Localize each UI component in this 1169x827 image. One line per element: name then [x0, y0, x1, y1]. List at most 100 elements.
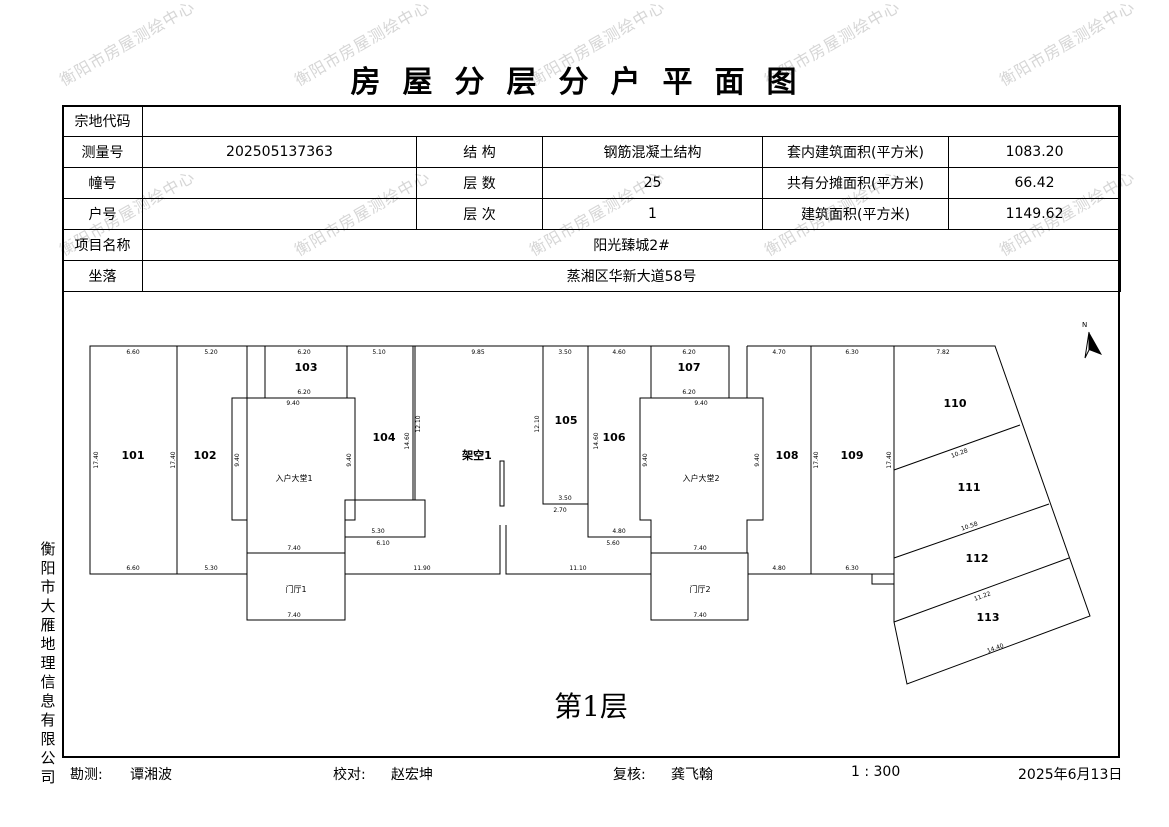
room-108: 108: [776, 449, 799, 462]
project-label: 项目名称: [62, 229, 143, 261]
gate-2-label: 门厅2: [689, 584, 710, 594]
dim-label: 4.60: [612, 349, 626, 356]
dim-label: 6.10: [376, 540, 390, 547]
dim-label: 6.20: [682, 389, 696, 396]
checker-label: 校对:: [333, 767, 366, 783]
table-row: 坐落 蒸湘区华新大道58号: [62, 260, 1122, 292]
dim-label: 6.30: [845, 349, 859, 356]
dim-label: 7.40: [287, 545, 301, 552]
room-113: 113: [977, 611, 1000, 624]
gate-2-outline: [650, 552, 749, 621]
company-name: 衡阳市大雁地理信息有限公司: [40, 540, 56, 786]
build-area-value: 1149.62: [947, 198, 1122, 230]
reviewer-name: 龚飞翰: [671, 767, 713, 783]
room-110: 110: [944, 397, 967, 410]
north-label: N: [1082, 321, 1087, 329]
room-109: 109: [841, 449, 864, 462]
building-value: [142, 167, 417, 199]
page-title: 房屋分层分户平面图: [350, 65, 819, 100]
dim-label: 12.10: [415, 415, 422, 432]
dim-label: 11.10: [569, 565, 586, 572]
dim-label: 17.40: [170, 451, 177, 468]
dim-label: 17.40: [93, 451, 100, 468]
dim-label: 9.40: [286, 400, 300, 407]
dim-label: 2.70: [553, 507, 567, 514]
table-row: 测量号 202505137363 结 构 钢筋混凝土结构 套内建筑面积(平方米)…: [62, 136, 1122, 168]
dim-label: 9.40: [694, 400, 708, 407]
dim-label: 5.60: [606, 540, 620, 547]
dim-label: 14.40: [986, 642, 1005, 655]
lobby-1-label: 入户大堂1: [275, 473, 312, 483]
dim-label: 6.20: [297, 349, 311, 356]
date: 2025年6月13日: [1018, 767, 1123, 783]
info-table: 宗地代码 测量号 202505137363 结 构 钢筋混凝土结构 套内建筑面积…: [62, 105, 1122, 292]
building-label: 幢号: [62, 167, 143, 199]
dim-label: 7.40: [287, 612, 301, 619]
dim-label: 10.58: [960, 520, 979, 532]
dim-label: 6.60: [126, 349, 140, 356]
small-room-outline: [871, 573, 895, 585]
room-112: 112: [966, 552, 989, 565]
dim-label: 3.50: [558, 349, 572, 356]
north-arrow-icon: N: [1082, 321, 1102, 359]
room-111: 111: [958, 481, 981, 494]
table-row: 幢号 层 数 25 共有分摊面积(平方米) 66.42: [62, 167, 1122, 199]
floor-label: 第1层: [554, 690, 628, 723]
room-102: 102: [194, 449, 217, 462]
location-value: 蒸湘区华新大道58号: [141, 260, 1122, 292]
stair-2-outline: [728, 346, 748, 399]
column-marker: [499, 460, 505, 507]
bottom-wall-mid-left: [345, 525, 501, 575]
dim-label: 9.85: [471, 349, 485, 356]
surveyor-label: 勘测:: [70, 767, 103, 783]
dim-label: 11.90: [413, 565, 430, 572]
wall-112-113: [893, 557, 1070, 623]
room-104-outline: [344, 346, 426, 538]
gate-1-label: 门厅1: [285, 584, 306, 594]
dim-label: 17.40: [813, 451, 820, 468]
surveyor-name: 谭湘波: [130, 767, 172, 783]
dim-label: 14.60: [404, 432, 411, 449]
unit-label: 户号: [62, 198, 143, 230]
dim-label: 14.60: [593, 432, 600, 449]
room-105: 105: [555, 414, 578, 427]
room-104: 104: [373, 431, 396, 444]
dim-label: 3.50: [558, 495, 572, 502]
dim-label: 4.80: [612, 528, 626, 535]
shared-area-value: 66.42: [947, 167, 1122, 199]
dim-label: 6.60: [126, 565, 140, 572]
dim-label: 9.40: [346, 453, 353, 467]
dim-label: 9.40: [754, 453, 761, 467]
survey-label: 测量号: [62, 136, 143, 168]
dim-label: 9.40: [234, 453, 241, 467]
wall-111-112: [893, 503, 1050, 559]
table-row: 户号 层 次 1 建筑面积(平方米) 1149.62: [62, 198, 1122, 230]
room-103: 103: [295, 361, 318, 374]
reviewer-label: 复核:: [613, 767, 646, 783]
dim-label: 4.70: [772, 349, 786, 356]
dim-label: 5.30: [204, 565, 218, 572]
dim-label: 7.40: [693, 612, 707, 619]
east-wing-outline: [893, 345, 1091, 685]
room-105-annex: [543, 503, 651, 538]
dim-label: 5.10: [372, 349, 386, 356]
dim-label: 5.30: [371, 528, 385, 535]
build-area-label: 建筑面积(平方米): [762, 198, 949, 230]
dim-label: 6.30: [845, 565, 859, 572]
dim-label: 7.82: [936, 349, 950, 356]
dim-label: 9.40: [642, 453, 649, 467]
dim-label: 5.20: [204, 349, 218, 356]
dim-label: 17.40: [886, 451, 893, 468]
shared-area-label: 共有分摊面积(平方米): [762, 167, 949, 199]
stair-1-outline: [246, 346, 266, 399]
dim-label: 7.40: [693, 545, 707, 552]
inner-area-value: 1083.20: [947, 136, 1122, 168]
table-row: 项目名称 阳光臻城2#: [62, 229, 1122, 261]
gate-1-outline: [246, 552, 346, 621]
dim-label: 12.10: [534, 415, 541, 432]
inner-area-label: 套内建筑面积(平方米): [762, 136, 949, 168]
lobby-2-label: 入户大堂2: [682, 473, 719, 483]
open-area-1: 架空1: [461, 448, 492, 462]
location-label: 坐落: [62, 260, 143, 292]
